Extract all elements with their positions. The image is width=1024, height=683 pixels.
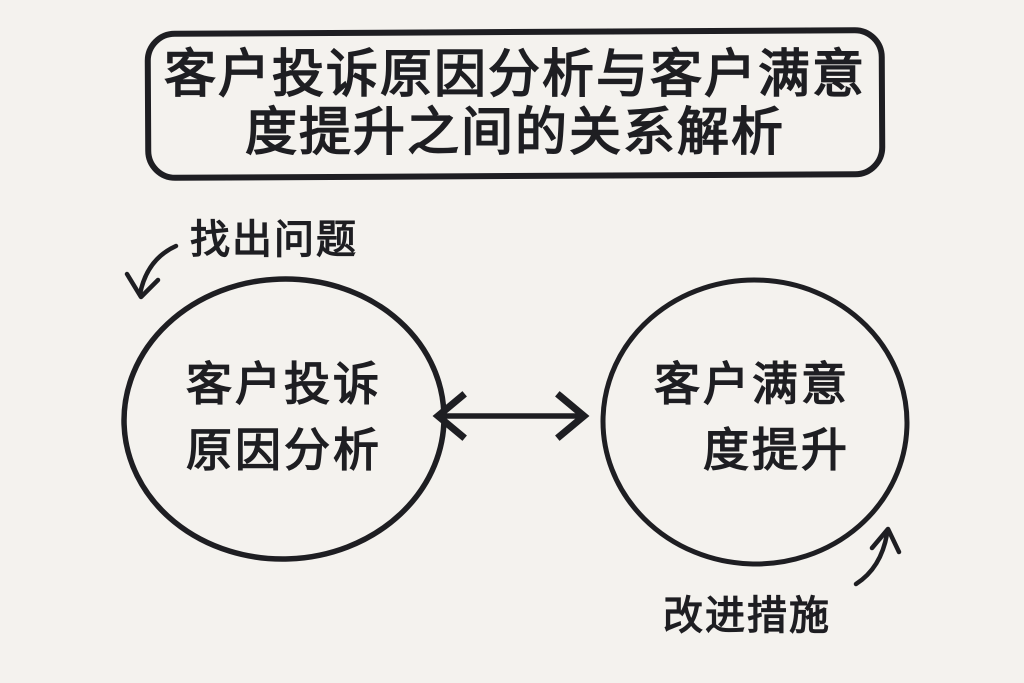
left-circle-label-line2: 原因分析: [186, 424, 382, 476]
curved-arrow-bottom-right: [853, 526, 902, 587]
curved-arrow-top-left-head: [124, 271, 161, 300]
diagram-title-line1: 客户投诉原因分析与客户满意: [163, 46, 866, 104]
right-circle-label-line2: 度提升: [703, 424, 850, 476]
right-circle-outline: [600, 277, 910, 567]
curved-arrow-top-left: [124, 243, 179, 300]
left-circle-label-line1: 客户投诉: [186, 358, 382, 410]
right-circle-label: 客户满意 度提升: [654, 351, 850, 483]
annotation-find-problem: 找出问题: [190, 218, 358, 262]
double-arrow-right-head: [555, 391, 590, 441]
title-box-outline: [144, 27, 886, 181]
diagram-title-line2: 度提升之间的关系解析: [244, 104, 785, 162]
right-circle-label-line1: 客户满意: [654, 358, 850, 410]
double-arrow-left-head: [432, 391, 467, 441]
curved-arrow-bottom-right-head: [869, 526, 902, 555]
diagram-title: 客户投诉原因分析与客户满意 度提升之间的关系解析: [147, 31, 883, 177]
left-circle-label: 客户投诉 原因分析: [186, 351, 382, 483]
double-arrow: [432, 391, 590, 441]
annotation-improvement-measures: 改进措施: [663, 594, 831, 638]
